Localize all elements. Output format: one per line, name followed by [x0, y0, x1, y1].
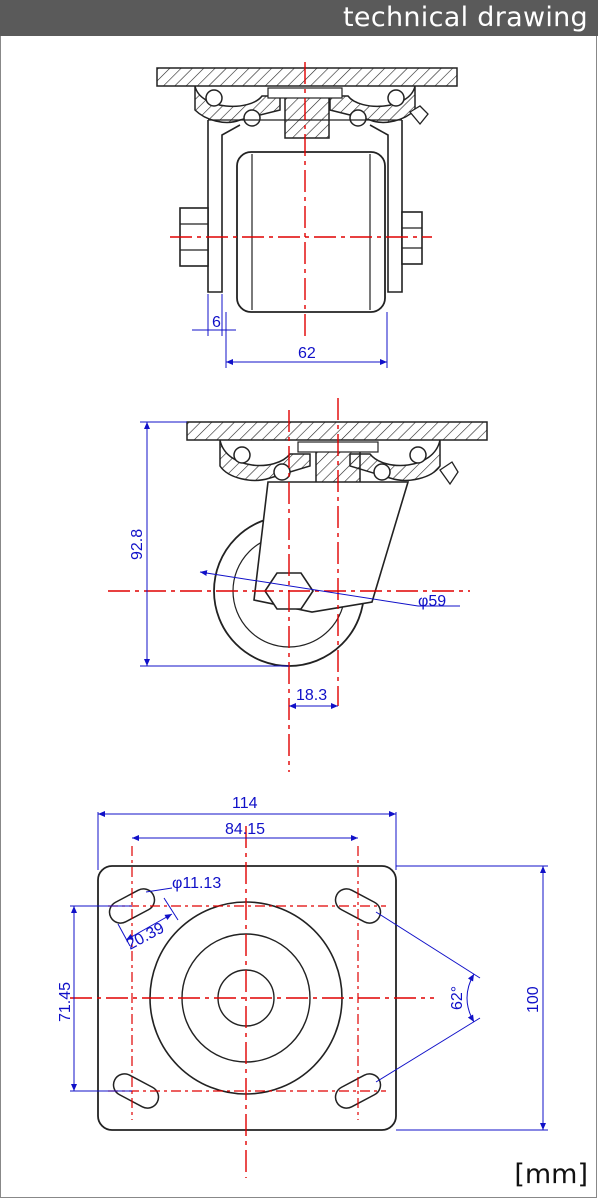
top-dim-hole-spacing-y: 71.45: [57, 982, 74, 1022]
side-dim-height: 92.8: [129, 529, 146, 560]
top-dim-hole-dia: φ11.13: [172, 875, 221, 892]
front-fork-left: [207, 120, 241, 293]
side-view: 92.8 φ59 18.3: [108, 398, 488, 772]
front-top-plate: [156, 67, 458, 87]
drawing-frame: [0, 36, 597, 1198]
front-ball-left-2: [243, 109, 261, 127]
front-axle-nut-right: [401, 211, 423, 265]
front-bearing-housing-right: [329, 85, 416, 124]
side-grease-nipple: [439, 461, 459, 486]
top-dim-slot-angle: 62°: [449, 986, 466, 1010]
top-dim-hole-spacing-x: 84.15: [225, 821, 265, 838]
front-ball-right-2: [349, 109, 367, 127]
front-wheel: [236, 151, 386, 313]
side-bearing-housing-left: [219, 439, 311, 482]
front-grease-nipple: [409, 105, 429, 126]
front-dim-flange: 6: [212, 314, 221, 331]
top-slot-tr: [334, 888, 382, 924]
front-ball-left-1: [205, 89, 223, 107]
side-dim-offset: 18.3: [296, 687, 327, 704]
top-dim-plate-width: 114: [232, 795, 258, 812]
side-top-plate: [186, 421, 488, 441]
top-view: 114 84.15 φ11.13 20.39 71.45 100 62°: [57, 795, 548, 1178]
header-bar: technical drawing: [0, 0, 598, 36]
header-title: technical drawing: [343, 2, 588, 33]
front-view: 6 62: [156, 62, 458, 368]
unit-label: [mm]: [514, 1159, 588, 1190]
side-dim-wheel-dia: φ59: [418, 593, 446, 610]
front-bearing-housing-left: [194, 85, 281, 124]
top-dim-plate-height: 100: [525, 986, 542, 1013]
front-dim-wheel-width: 62: [298, 345, 316, 362]
front-ball-right-1: [387, 89, 405, 107]
